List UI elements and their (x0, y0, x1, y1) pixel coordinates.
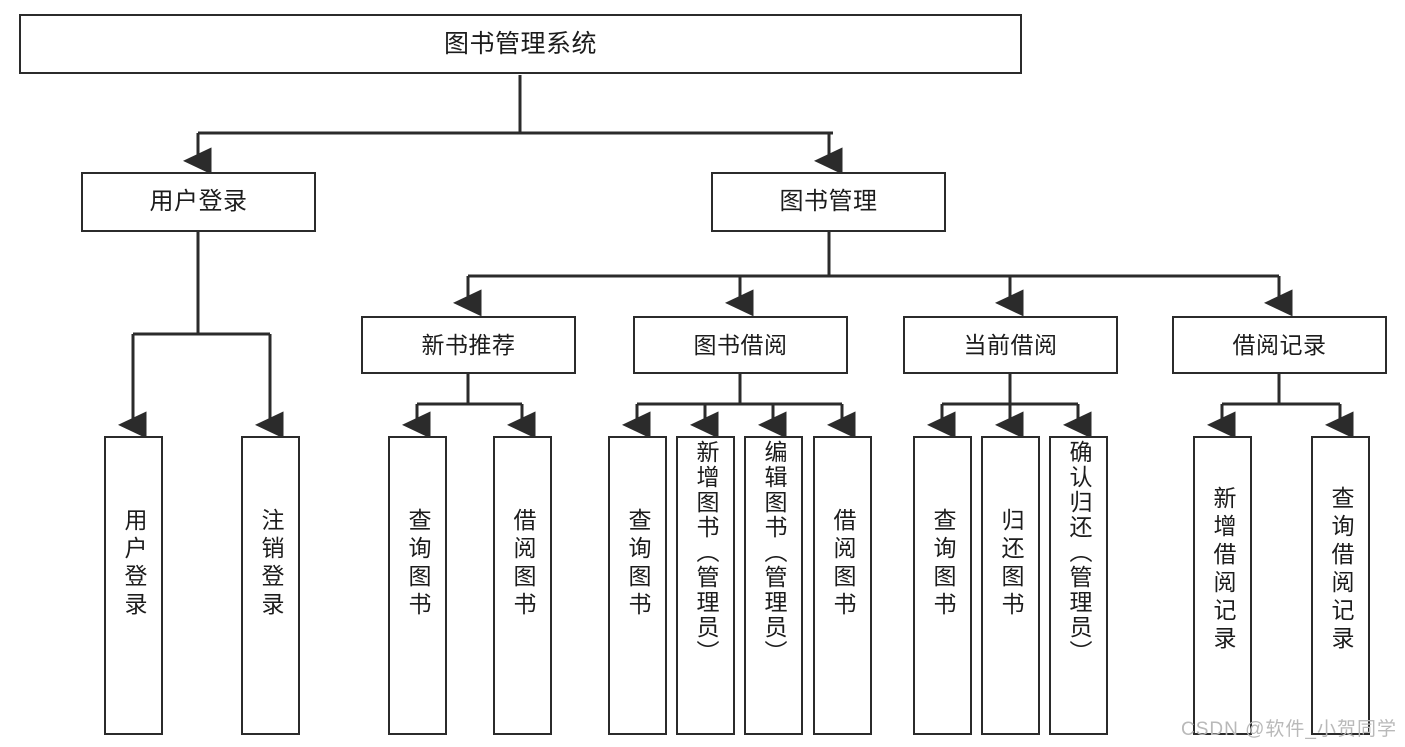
leaf-current-return-book-label: 归还图书 (998, 508, 1024, 620)
node-new-book-recommend-label: 新书推荐 (421, 331, 516, 358)
leaf-borrow-query-book[interactable]: 查询图书 (608, 436, 667, 735)
leaf-new-book-borrow[interactable]: 借阅图书 (493, 436, 552, 735)
leaf-borrow-edit-book-label: 编辑图书（管理员） (761, 440, 787, 665)
node-current-borrow[interactable]: 当前借阅 (903, 316, 1118, 374)
leaf-record-query[interactable]: 查询借阅记录 (1311, 436, 1370, 735)
leaf-current-confirm-return-label: 确认归还（管理员） (1066, 440, 1092, 665)
leaf-user-login-logout-label: 注销登录 (258, 508, 284, 620)
node-root[interactable]: 图书管理系统 (19, 14, 1022, 74)
leaf-current-query-book-label: 查询图书 (930, 508, 956, 620)
leaf-borrow-edit-book[interactable]: 编辑图书（管理员） (744, 436, 803, 735)
leaf-borrow-borrow-book-label: 借阅图书 (830, 508, 856, 620)
node-root-label: 图书管理系统 (443, 29, 597, 58)
node-book-management-label: 图书管理 (779, 188, 878, 216)
leaf-borrow-borrow-book[interactable]: 借阅图书 (813, 436, 872, 735)
node-current-borrow-label: 当前借阅 (963, 331, 1058, 358)
leaf-new-book-borrow-label: 借阅图书 (510, 508, 536, 620)
node-book-management[interactable]: 图书管理 (711, 172, 946, 232)
node-user-login-label: 用户登录 (149, 188, 248, 216)
leaf-current-confirm-return[interactable]: 确认归还（管理员） (1049, 436, 1108, 735)
leaf-record-add-label: 新增借阅记录 (1210, 486, 1236, 654)
leaf-borrow-add-book[interactable]: 新增图书（管理员） (676, 436, 735, 735)
leaf-record-query-label: 查询借阅记录 (1328, 486, 1354, 654)
leaf-current-query-book[interactable]: 查询图书 (913, 436, 972, 735)
leaf-new-book-query[interactable]: 查询图书 (388, 436, 447, 735)
watermark: CSDN @软件_小贺同学 (1181, 719, 1397, 740)
node-borrow-record-label: 借阅记录 (1232, 331, 1327, 358)
leaf-borrow-add-book-label: 新增图书（管理员） (693, 440, 719, 665)
leaf-record-add[interactable]: 新增借阅记录 (1193, 436, 1252, 735)
node-book-borrow[interactable]: 图书借阅 (633, 316, 848, 374)
leaf-borrow-query-book-label: 查询图书 (625, 508, 651, 620)
leaf-new-book-query-label: 查询图书 (405, 508, 431, 620)
node-new-book-recommend[interactable]: 新书推荐 (361, 316, 576, 374)
leaf-user-login-login-label: 用户登录 (121, 508, 147, 620)
leaf-current-return-book[interactable]: 归还图书 (981, 436, 1040, 735)
leaf-user-login-login[interactable]: 用户登录 (104, 436, 163, 735)
leaf-user-login-logout[interactable]: 注销登录 (241, 436, 300, 735)
node-borrow-record[interactable]: 借阅记录 (1172, 316, 1387, 374)
node-book-borrow-label: 图书借阅 (693, 331, 788, 358)
node-user-login[interactable]: 用户登录 (81, 172, 316, 232)
